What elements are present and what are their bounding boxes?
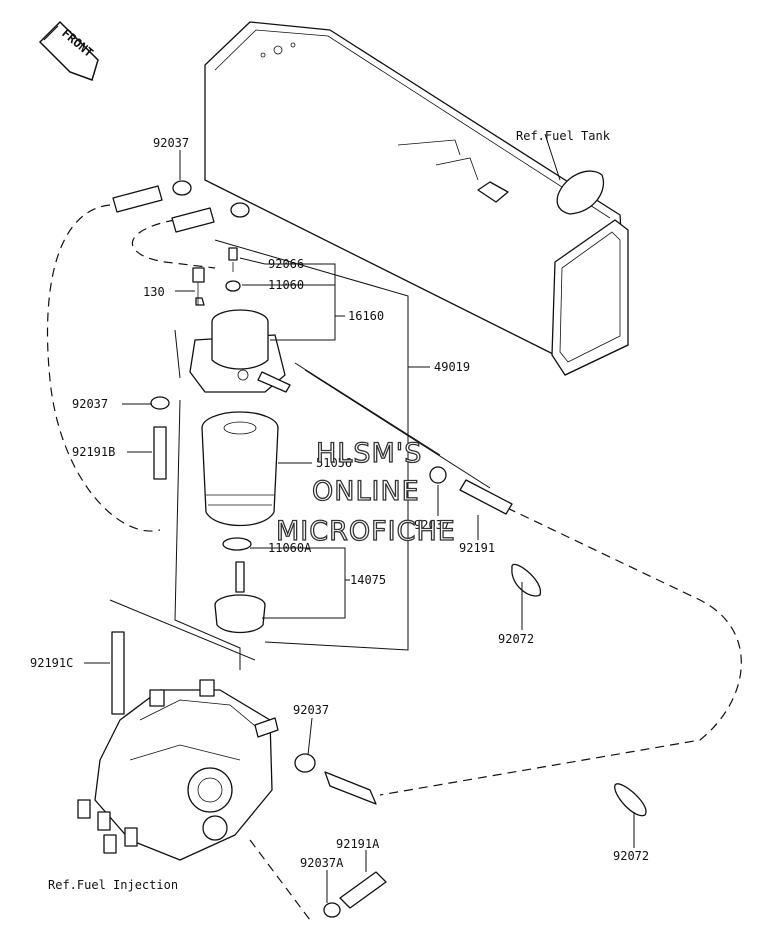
label-130: 130 bbox=[143, 285, 165, 299]
watermark-line3: MICROFICHE bbox=[276, 516, 456, 547]
watermark-line2: ONLINE bbox=[312, 476, 420, 507]
label-49019: 49019 bbox=[434, 360, 470, 374]
label-92072-upper: 92072 bbox=[498, 632, 534, 646]
leader-lines bbox=[84, 133, 635, 903]
label-92037-left: 92037 bbox=[72, 397, 108, 411]
label-ref-fuel-injection: Ref.Fuel Injection bbox=[48, 878, 178, 892]
part-labels: Ref.Fuel Tank 92037 92066 130 11060 1616… bbox=[30, 129, 649, 892]
fuel-tank bbox=[204, 21, 629, 376]
label-92037-top: 92037 bbox=[153, 136, 189, 150]
label-92191C: 92191C bbox=[30, 656, 73, 670]
fuel-hose-lines bbox=[46, 204, 742, 921]
label-ref-fuel-tank: Ref.Fuel Tank bbox=[516, 129, 611, 143]
label-11060: 11060 bbox=[268, 278, 304, 292]
label-16160: 16160 bbox=[348, 309, 384, 323]
sediment-bowl bbox=[214, 561, 266, 634]
label-92191B: 92191B bbox=[72, 445, 115, 459]
label-92066: 92066 bbox=[268, 257, 304, 271]
front-arrow-icon: FRONT bbox=[38, 20, 99, 81]
watermark-line1: HLSM'S bbox=[316, 438, 422, 469]
label-92037-lower: 92037 bbox=[293, 703, 329, 717]
label-14075: 14075 bbox=[350, 573, 386, 587]
injection-pump bbox=[77, 679, 279, 861]
filter-cartridge bbox=[201, 411, 279, 551]
filter-head bbox=[189, 247, 291, 393]
label-92037-right: 92037 bbox=[414, 518, 450, 532]
label-92191A: 92191A bbox=[336, 837, 380, 851]
hoses-and-clamps bbox=[111, 180, 647, 918]
assembly-outline bbox=[109, 239, 491, 670]
watermark: HLSM'S ONLINE MICROFICHE bbox=[275, 437, 456, 547]
label-92072-lower: 92072 bbox=[613, 849, 649, 863]
label-51056: 51056 bbox=[316, 456, 352, 470]
label-92037A: 92037A bbox=[300, 856, 344, 870]
label-92191: 92191 bbox=[459, 541, 495, 555]
label-11060A: 11060A bbox=[268, 541, 312, 555]
